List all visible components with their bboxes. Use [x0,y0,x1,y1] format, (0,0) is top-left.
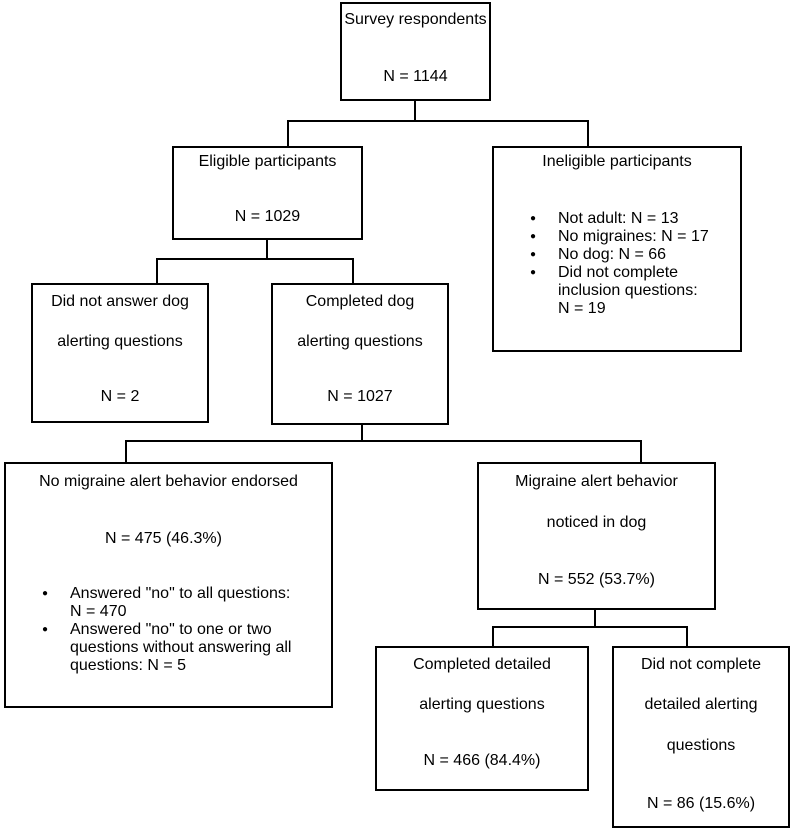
connector-alert-horizontal [492,626,688,628]
no-alert-title: No migraine alert behavior endorsed [39,473,298,490]
completed-line1: Completed dog [305,293,415,310]
connector-to-eligible [287,120,289,146]
no-answer-count: N = 2 [100,388,140,405]
no-alert-item-partial-no-line1: Answered "no" to one or two [70,621,272,638]
box-survey-respondents: Survey respondents N = 1144 [340,2,491,101]
ineligible-item-no-migraines: No migraines: N = 17 [530,228,709,246]
alert-count: N = 552 (53.7%) [538,571,655,588]
connector-to-alert [640,440,642,462]
ineligible-item-incomplete-line3: N = 19 [558,300,606,317]
connector-root-horizontal [287,120,589,122]
detailed-not-line3: questions [666,737,736,754]
no-answer-line1: Did not answer dog [51,293,189,310]
connector-to-no-answer [156,258,158,283]
detailed-not-line2: detailed alerting [644,696,758,713]
connector-completed-horizontal [125,440,642,442]
no-alert-item-all-no-line1: Answered "no" to all questions: [70,585,291,602]
alert-line2: noticed in dog [546,514,647,531]
detailed-done-count: N = 466 (84.4%) [423,752,541,769]
connector-alert-down [594,609,596,627]
box-not-completed-detailed: Did not complete detailed alerting quest… [612,646,790,828]
box-alert-behavior-noticed: Migraine alert behavior noticed in dog N… [477,462,716,610]
no-answer-line2: alerting questions [57,333,183,350]
ineligible-list: Not adult: N = 13 No migraines: N = 17 N… [530,210,709,318]
eligible-count: N = 1029 [234,208,301,225]
connector-completed-down [361,424,363,441]
connector-to-ineligible [587,120,589,146]
completed-line2: alerting questions [297,333,423,350]
no-alert-item-partial-no: Answered "no" to one or two questions wi… [42,621,291,675]
ineligible-item-incomplete-line2: inclusion questions: [558,282,698,299]
box-eligible-participants: Eligible participants N = 1029 [172,146,363,240]
no-alert-item-partial-no-line2: questions without answering all [70,639,292,656]
detailed-done-line2: alerting questions [419,696,545,713]
connector-to-completed [352,258,354,283]
detailed-not-line1: Did not complete [640,656,762,673]
box-no-alert-behavior: No migraine alert behavior endorsed N = … [4,462,333,708]
box-did-not-answer: Did not answer dog alerting questions N … [31,283,209,423]
completed-count: N = 1027 [327,388,393,405]
no-alert-item-all-no-line2: N = 470 [70,603,127,620]
connector-to-detailed-not [686,626,688,646]
ineligible-item-incomplete: Did not complete inclusion questions: N … [530,264,709,318]
detailed-done-line1: Completed detailed [413,656,551,673]
box-ineligible-participants: Ineligible participants Not adult: N = 1… [492,146,742,352]
connector-to-no-alert [125,440,127,462]
no-alert-count: N = 475 (46.3%) [105,530,222,547]
ineligible-item-no-dog: No dog: N = 66 [530,246,709,264]
detailed-not-count: N = 86 (15.6%) [646,795,756,812]
respondents-count: N = 1144 [383,68,448,85]
ineligible-title: Ineligible participants [542,153,692,170]
no-alert-item-partial-no-line3: questions: N = 5 [70,657,187,674]
connector-eligible-down [266,239,268,259]
ineligible-item-not-adult: Not adult: N = 13 [530,210,709,228]
respondents-title: Survey respondents [344,11,487,28]
box-completed-detailed: Completed detailed alerting questions N … [375,646,589,791]
alert-line1: Migraine alert behavior [515,473,678,490]
connector-to-detailed-done [492,626,494,646]
box-completed-dog-alerting: Completed dog alerting questions N = 102… [271,283,449,425]
connector-eligible-horizontal [156,258,354,260]
no-alert-item-all-no: Answered "no" to all questions: N = 470 [42,585,291,621]
eligible-title: Eligible participants [198,153,337,170]
ineligible-item-incomplete-line1: Did not complete [558,264,679,281]
connector-root-down [414,100,416,122]
no-alert-list: Answered "no" to all questions: N = 470 … [42,585,291,675]
